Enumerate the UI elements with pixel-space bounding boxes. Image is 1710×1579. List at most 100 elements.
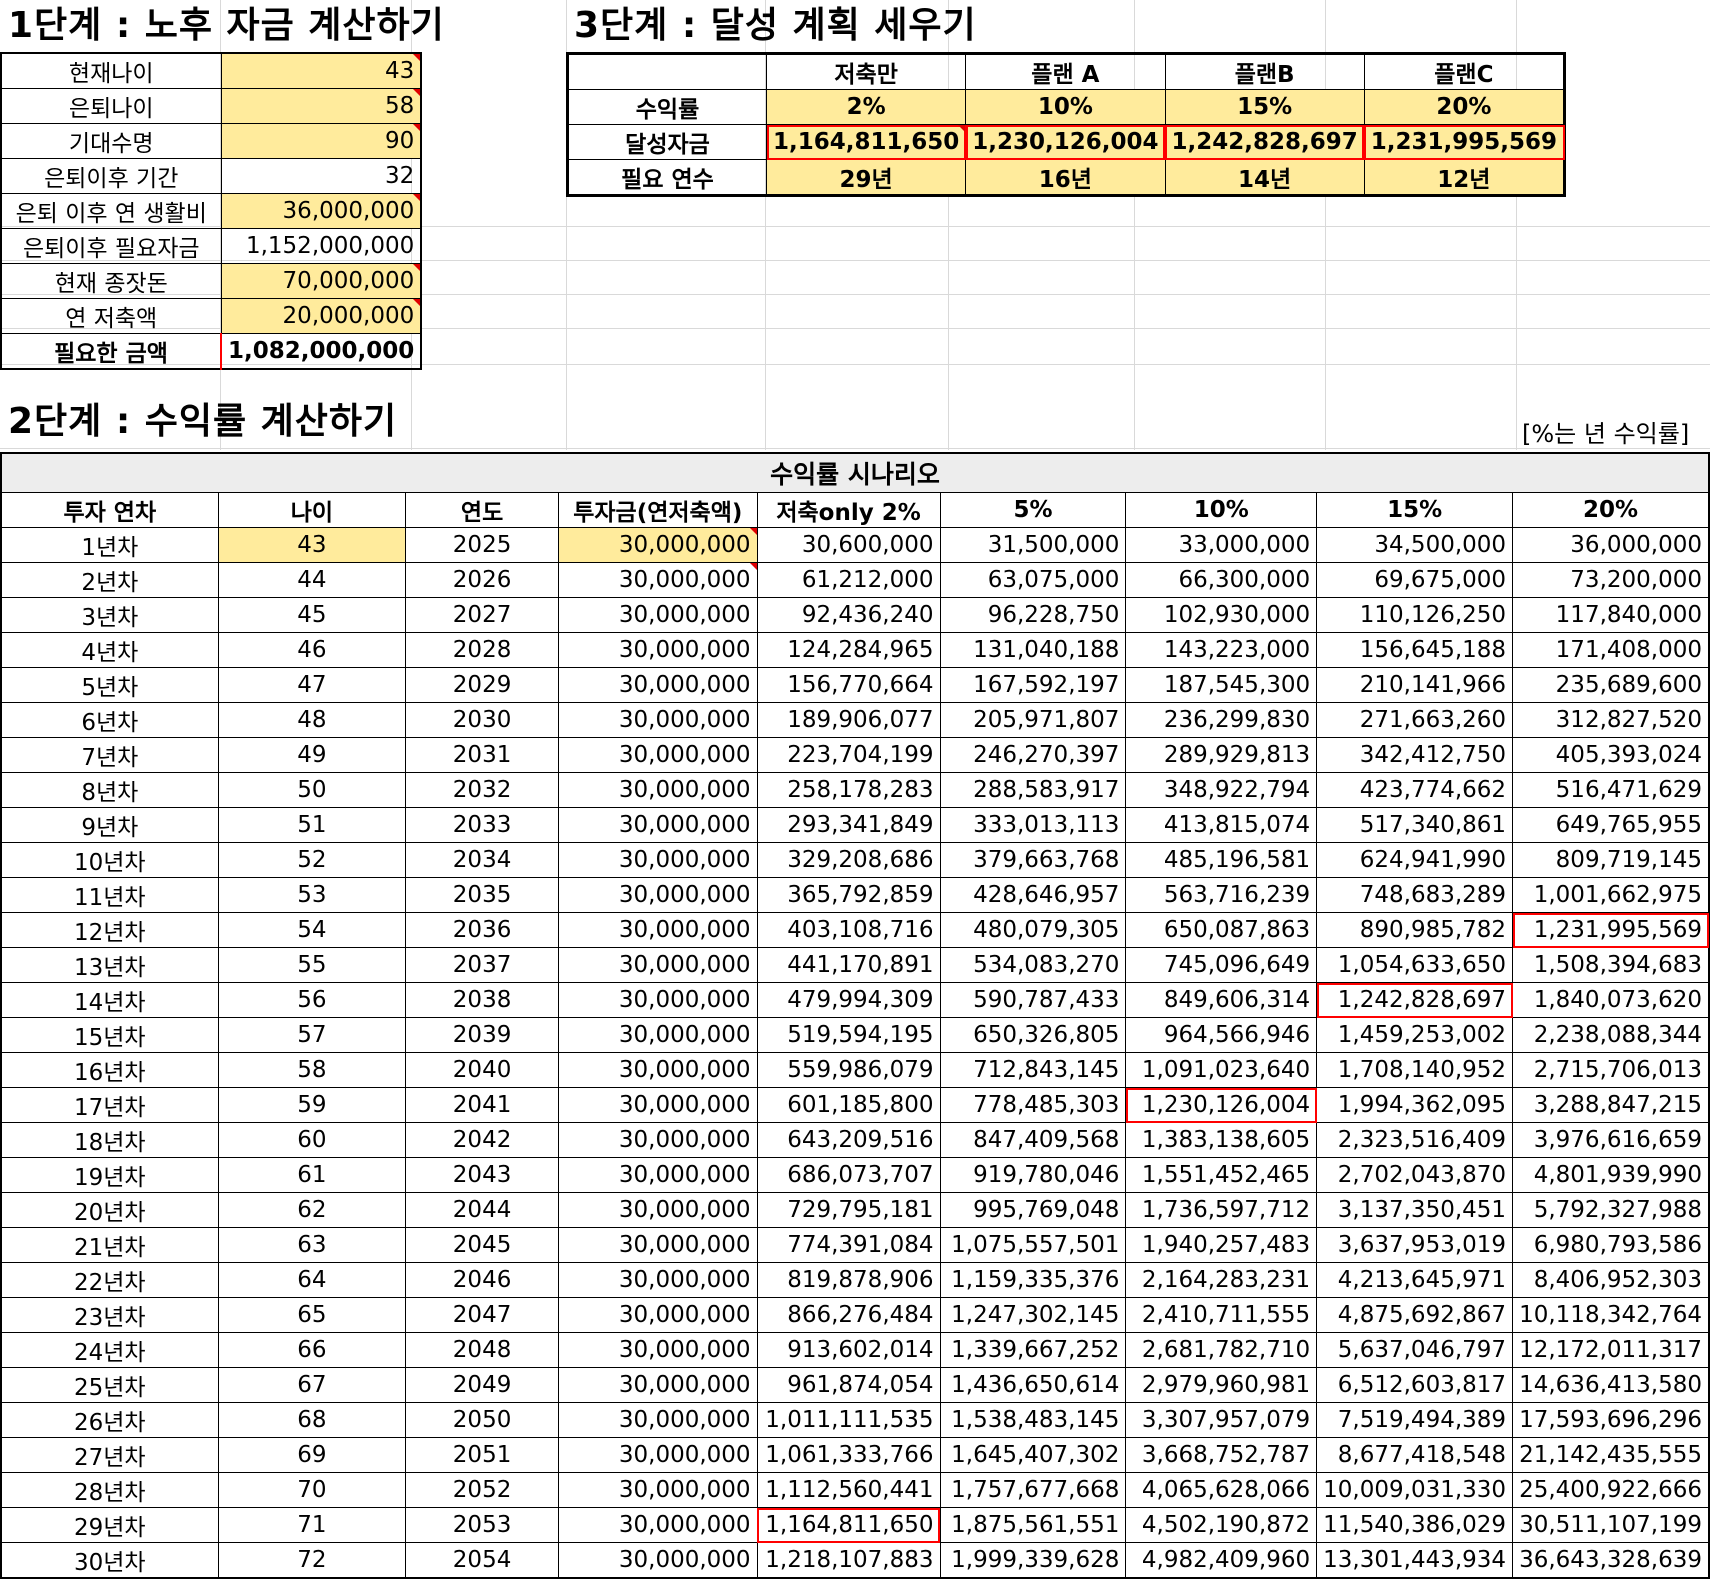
- scenario-cell: 171,408,000: [1512, 632, 1710, 668]
- scenario-cell: 4,982,409,960: [1125, 1542, 1318, 1579]
- scenario-cell: 559,986,079: [756, 1052, 941, 1088]
- scenario-cell: 11년차: [0, 877, 219, 913]
- step1-label: 현재나이: [0, 52, 222, 89]
- scenario-cell: 4,213,645,971: [1316, 1262, 1514, 1298]
- scenario-cell: 30,000,000: [558, 1192, 758, 1228]
- plan-cell[interactable]: 15%: [1164, 89, 1365, 125]
- scenario-cell: 329,208,686: [756, 842, 941, 878]
- plan-cell[interactable]: 20%: [1363, 89, 1566, 125]
- scenario-cell: 1,436,650,614: [939, 1367, 1127, 1403]
- scenario-cell: 30,000,000: [558, 1157, 758, 1193]
- plan-cell: 1,242,828,697: [1164, 124, 1365, 160]
- scenario-cell: 3,976,616,659: [1512, 1122, 1710, 1158]
- scenario-cell: 849,606,314: [1125, 982, 1318, 1018]
- plan-header: 플랜C: [1363, 53, 1566, 90]
- step1-value[interactable]: 70,000,000: [220, 263, 422, 299]
- scenario-cell: 62: [217, 1192, 407, 1228]
- scenario-cell: 1,091,023,640: [1125, 1052, 1318, 1088]
- scenario-cell: 102,930,000: [1125, 597, 1318, 633]
- step1-value: 32: [220, 158, 422, 194]
- scenario-cell: 365,792,859: [756, 877, 941, 913]
- plan-cell: 1,164,811,650: [765, 124, 967, 160]
- scenario-cell: 1,757,677,668: [939, 1472, 1127, 1508]
- scenario-cell: 61,212,000: [756, 562, 941, 598]
- scenario-cell: 1,164,811,650: [756, 1507, 941, 1543]
- scenario-cell: 1,459,253,002: [1316, 1017, 1514, 1053]
- scenario-col-header: 저축only 2%: [756, 492, 941, 528]
- plan-cell[interactable]: 2%: [765, 89, 967, 125]
- scenario-cell: 288,583,917: [939, 772, 1127, 808]
- scenario-cell: 819,878,906: [756, 1262, 941, 1298]
- scenario-cell: 1,538,483,145: [939, 1402, 1127, 1438]
- scenario-cell: 2044: [405, 1192, 560, 1228]
- scenario-cell: 1,247,302,145: [939, 1297, 1127, 1333]
- scenario-cell: 650,326,805: [939, 1017, 1127, 1053]
- scenario-cell: 2028: [405, 632, 560, 668]
- scenario-cell: 57: [217, 1017, 407, 1053]
- scenario-cell: 1년차: [0, 527, 219, 563]
- scenario-cell: 26년차: [0, 1402, 219, 1438]
- scenario-cell: 2032: [405, 772, 560, 808]
- step1-value[interactable]: 20,000,000: [220, 298, 422, 334]
- scenario-cell: 964,566,946: [1125, 1017, 1318, 1053]
- step1-value[interactable]: 36,000,000: [220, 193, 422, 229]
- scenario-cell: 131,040,188: [939, 632, 1127, 668]
- step1-label: 현재 종잣돈: [0, 263, 222, 299]
- scenario-cell: 2045: [405, 1227, 560, 1263]
- scenario-cell: 156,770,664: [756, 667, 941, 703]
- scenario-cell: 919,780,046: [939, 1157, 1127, 1193]
- scenario-cell: 1,840,073,620: [1512, 982, 1710, 1018]
- scenario-col-header: 10%: [1125, 492, 1318, 528]
- scenario-cell: 995,769,048: [939, 1192, 1127, 1228]
- scenario-cell: 2050: [405, 1402, 560, 1438]
- step1-label: 은퇴 이후 연 생활비: [0, 193, 222, 229]
- scenario-cell: 60: [217, 1122, 407, 1158]
- scenario-cell: 110,126,250: [1316, 597, 1514, 633]
- step1-value[interactable]: 90: [220, 123, 422, 159]
- scenario-cell: 45: [217, 597, 407, 633]
- scenario-cell[interactable]: 30,000,000: [558, 527, 758, 563]
- scenario-cell: 30년차: [0, 1542, 219, 1579]
- scenario-cell: 54: [217, 912, 407, 948]
- step1-value[interactable]: 58: [220, 88, 422, 124]
- scenario-cell: 36,643,328,639: [1512, 1542, 1710, 1579]
- scenario-cell: 348,922,794: [1125, 772, 1318, 808]
- scenario-col-header: 투자 연차: [0, 492, 219, 528]
- scenario-cell: 69,675,000: [1316, 562, 1514, 598]
- scenario-cell: 403,108,716: [756, 912, 941, 948]
- scenario-col-header: 15%: [1316, 492, 1514, 528]
- scenario-cell: 2년차: [0, 562, 219, 598]
- scenario-cell[interactable]: 43: [217, 527, 407, 563]
- step1-value[interactable]: 43: [220, 52, 422, 89]
- scenario-cell: 30,000,000: [558, 1052, 758, 1088]
- plan-cell[interactable]: 10%: [965, 89, 1166, 125]
- scenario-cell: 69: [217, 1437, 407, 1473]
- scenario-cell: 2052: [405, 1472, 560, 1508]
- scenario-cell: 189,906,077: [756, 702, 941, 738]
- scenario-cell: 2029: [405, 667, 560, 703]
- scenario-cell: 2051: [405, 1437, 560, 1473]
- scenario-cell: 17,593,696,296: [1512, 1402, 1710, 1438]
- step1-label: 연 저축액: [0, 298, 222, 334]
- scenario-cell: 8,677,418,548: [1316, 1437, 1514, 1473]
- scenario-cell: 30,000,000: [558, 982, 758, 1018]
- plan-header: [567, 53, 767, 90]
- scenario-cell: 2042: [405, 1122, 560, 1158]
- scenario-cell: 58: [217, 1052, 407, 1088]
- scenario-cell: 650,087,863: [1125, 912, 1318, 948]
- scenario-cell: 624,941,990: [1316, 842, 1514, 878]
- scenario-cell: 70: [217, 1472, 407, 1508]
